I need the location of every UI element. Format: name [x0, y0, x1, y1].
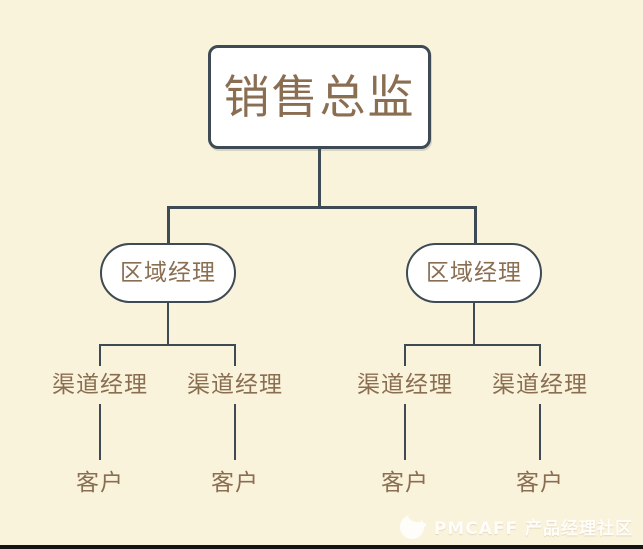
pmcaff-cup-icon	[399, 514, 426, 539]
node-customer-4[interactable]: 客户	[498, 466, 582, 496]
connector-root-crossbar	[167, 206, 477, 209]
connector-to-customer-2	[234, 404, 236, 460]
bottom-edge-bar	[0, 545, 643, 549]
connector-to-channel-4	[539, 344, 541, 366]
node-channel-manager-3-label: 渠道经理	[357, 372, 453, 398]
node-customer-1[interactable]: 客户	[58, 466, 142, 496]
connector-root-to-region-left	[167, 206, 170, 244]
node-customer-1-label: 客户	[76, 470, 124, 496]
node-channel-manager-4-label: 渠道经理	[492, 372, 588, 398]
node-region-manager-right[interactable]: 区域经理	[406, 243, 542, 303]
node-region-manager-left-label: 区域经理	[120, 259, 216, 286]
connector-to-customer-4	[539, 404, 541, 460]
connector-region-left-trunk	[167, 302, 169, 345]
node-customer-3[interactable]: 客户	[363, 466, 447, 496]
node-sales-director[interactable]: 销售总监	[208, 45, 431, 149]
node-sales-director-label: 销售总监	[223, 70, 416, 124]
node-channel-manager-2[interactable]: 渠道经理	[173, 368, 297, 398]
connector-region-left-crossbar	[99, 344, 236, 346]
node-customer-2-label: 客户	[211, 470, 259, 496]
node-channel-manager-2-label: 渠道经理	[187, 372, 283, 398]
connector-to-customer-1	[99, 404, 101, 460]
node-region-manager-right-label: 区域经理	[426, 259, 522, 286]
node-customer-2[interactable]: 客户	[193, 466, 277, 496]
watermark-text: PMCAFF 产品经理社区	[433, 519, 633, 539]
connector-root-trunk	[318, 148, 321, 208]
connector-root-to-region-right	[474, 206, 477, 244]
node-channel-manager-3[interactable]: 渠道经理	[343, 368, 467, 398]
connector-to-channel-2	[234, 344, 236, 366]
node-channel-manager-1[interactable]: 渠道经理	[38, 368, 162, 398]
node-region-manager-left[interactable]: 区域经理	[100, 243, 236, 303]
node-channel-manager-4[interactable]: 渠道经理	[478, 368, 602, 398]
connector-to-customer-3	[404, 404, 406, 460]
connector-region-right-trunk	[473, 302, 475, 345]
node-customer-4-label: 客户	[516, 470, 564, 496]
node-channel-manager-1-label: 渠道经理	[52, 372, 148, 398]
watermark: PMCAFF 产品经理社区	[399, 513, 633, 540]
connector-to-channel-3	[404, 344, 406, 366]
connector-region-right-crossbar	[404, 344, 541, 346]
node-customer-3-label: 客户	[381, 470, 429, 496]
connector-to-channel-1	[99, 344, 101, 366]
